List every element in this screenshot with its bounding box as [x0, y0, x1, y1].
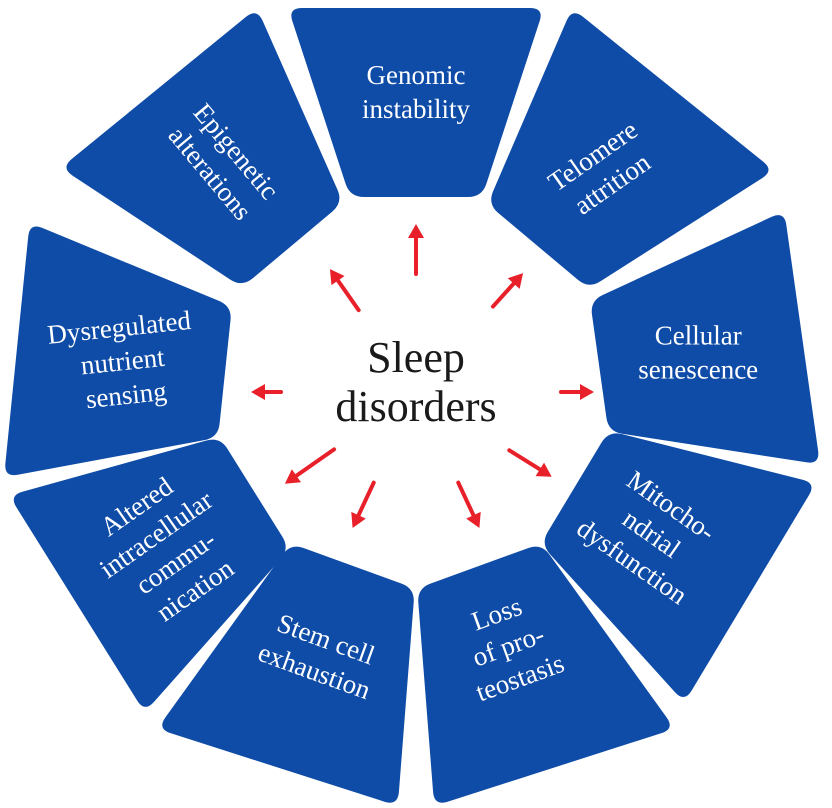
segment-label-line: Genomic: [367, 60, 466, 90]
arrow-shaft: [456, 480, 478, 521]
segment-mitochondrial-dysfunction: Mitocho-ndrialdysfunction: [544, 433, 812, 698]
arrow-to-dysregulated-nutrient-sensing: [251, 384, 283, 400]
segment-label-line: Cellular: [655, 320, 742, 350]
arrow-to-epigenetic-alterations: [329, 269, 361, 313]
arrow-to-stem-cell-exhaustion: [351, 480, 376, 528]
segment-dysregulated-nutrient-sensing: Dysregulatednutrientsensing: [5, 226, 231, 476]
arrow-head-icon: [251, 384, 265, 400]
arrow-head-icon: [466, 511, 481, 528]
segment-loss-of-proteostasis: Lossof pro-teostasis: [418, 546, 670, 803]
center-node: Sleep disorders: [335, 333, 496, 431]
arrow-head-icon: [535, 462, 552, 477]
segment-shape: [162, 546, 414, 803]
segment-label: Cellular senescence: [638, 320, 758, 384]
segment-label: Dysregulatednutrientsensing: [46, 305, 200, 418]
arrow-head-icon: [351, 511, 366, 528]
arrow-shaft: [490, 278, 519, 309]
arrow-to-telomere-attrition: [490, 273, 524, 309]
segment-shape: [66, 13, 340, 284]
center-label-line-2: disorders: [335, 382, 496, 431]
segment-shape: [13, 439, 286, 707]
segment-shape: [291, 8, 541, 197]
arrow-head-icon: [284, 469, 301, 484]
segment-label-line: senescence: [638, 354, 758, 384]
arrow-shaft: [291, 447, 337, 481]
segment-shape: [544, 433, 812, 698]
arrow-shaft: [507, 448, 546, 474]
arrow-head-icon: [507, 273, 524, 289]
segment-shape: [591, 215, 819, 463]
arrow-shaft: [333, 275, 361, 313]
arrow-to-altered-intracellular-communication: [284, 447, 337, 484]
arrow-head-icon: [408, 224, 424, 238]
segment-altered-intracellular-communication: Alteredintracellularcommu-nication: [13, 439, 286, 707]
arrow-head-icon: [329, 269, 345, 286]
arrow-to-mitochondrial-dysfunction: [507, 448, 552, 477]
center-label-line-1: Sleep: [367, 333, 465, 382]
segment-shape: [5, 226, 231, 476]
segment-shape: [418, 546, 670, 803]
arrow-to-loss-of-proteostasis: [456, 480, 481, 528]
arrow-to-cellular-senescence: [559, 384, 594, 400]
segment-stem-cell-exhaustion: Stem cellexhaustion: [162, 546, 414, 803]
segment-cellular-senescence: Cellular senescence: [591, 215, 819, 463]
arrows-layer: [251, 224, 594, 528]
segment-shape: [491, 13, 769, 285]
segments-layer: Genomic instability TelomereattritionCellu…: [5, 8, 819, 803]
segment-epigenetic-alterations: Epigeneticalterations: [66, 13, 340, 284]
arrow-to-genomic-instability: [408, 224, 424, 276]
segment-label: Genomic instability: [362, 60, 471, 124]
segment-telomere-attrition: Telomereattrition: [491, 13, 769, 285]
segment-label-line: instability: [362, 94, 471, 124]
arrow-shaft: [354, 480, 376, 521]
segment-genomic-instability: Genomic instability: [291, 8, 541, 197]
arrow-head-icon: [580, 384, 594, 400]
